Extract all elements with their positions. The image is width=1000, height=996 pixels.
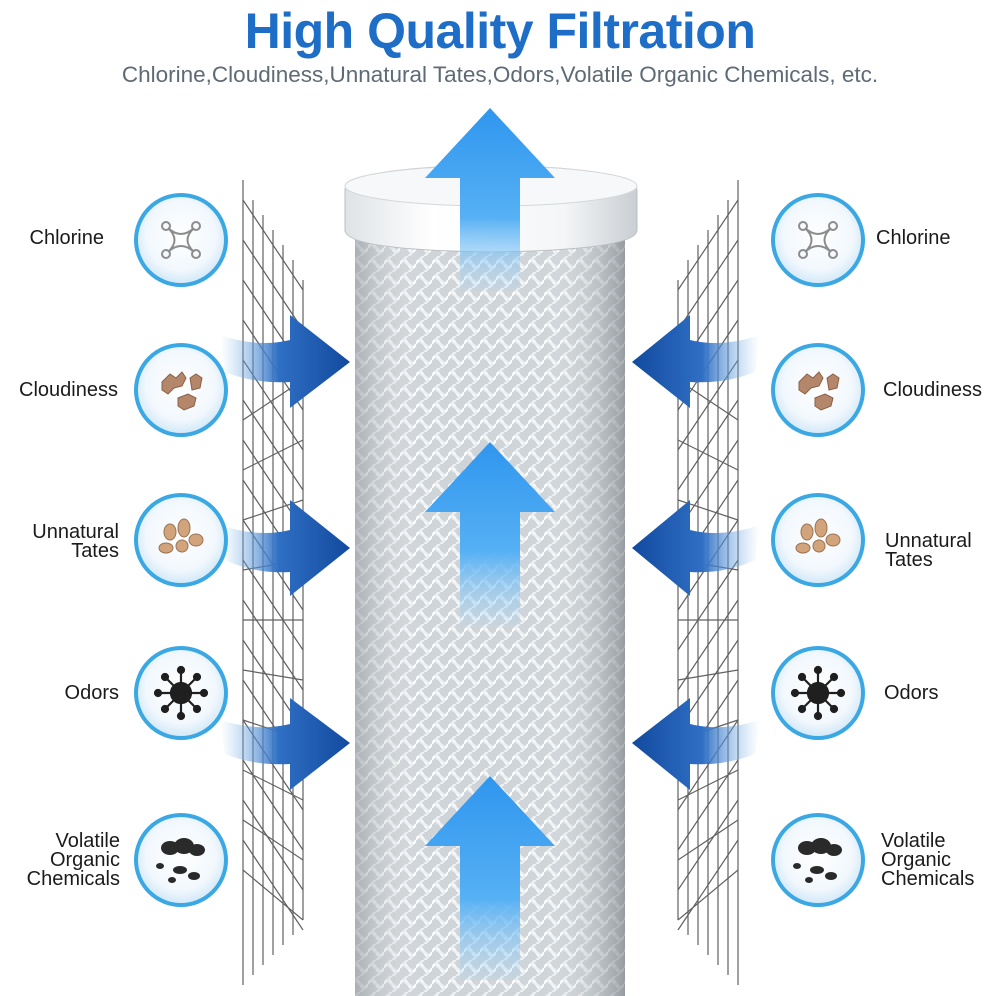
badge-left-volatile-organic-chemicals [134,813,228,907]
badge-right-cloudiness [771,343,865,437]
chlorine-molecule-icon [161,221,201,259]
inward-arrow-right-3 [632,698,760,790]
taste-particles-icon [158,518,204,554]
page-title: High Quality Filtration [244,3,756,59]
badge-right-odors [771,646,865,740]
chlorine-molecule-icon [798,221,838,259]
inward-arrow-left-3 [220,698,350,790]
left-label-odors: Odors [64,682,119,704]
badge-left-chlorine [134,193,228,287]
chemicals-smoke-icon [793,838,842,883]
upward-flow-arrow-top [425,108,555,290]
badge-right-volatile-organic-chemicals [771,813,865,907]
inward-arrow-left-1 [220,315,350,408]
badge-right-chlorine [771,193,865,287]
inward-arrow-left-2 [220,500,350,596]
right-label-volatile-organic-chemicals: Volatile Organic Chemicals [881,830,975,890]
upward-flow-arrow-middle [425,442,555,625]
cloudiness-particles-icon [161,371,203,411]
left-label-volatile-organic-chemicals: Volatile Organic Chemicals [26,830,120,890]
right-label-unnatural-tates: Unnatural Tates [885,530,972,571]
chemicals-smoke-icon [156,838,205,883]
right-label-odors: Odors [884,682,939,704]
left-label-chlorine: Chlorine [29,227,104,249]
left-label-unnatural-tates: Unnatural Tates [32,521,119,562]
right-label-cloudiness: Cloudiness [883,379,982,401]
badge-left-cloudiness [134,343,228,437]
right-label-chlorine: Chlorine [876,227,951,249]
upward-flow-arrow-bottom [425,776,555,980]
taste-particles-icon [795,518,841,554]
cloudiness-particles-icon [798,371,840,411]
inward-arrow-right-2 [632,500,760,596]
badge-left-unnatural-tates [134,493,228,587]
left-label-cloudiness: Cloudiness [19,379,118,401]
inward-arrow-right-1 [632,315,760,408]
badge-right-unnatural-tates [771,493,865,587]
page-subtitle: Chlorine,Cloudiness,Unnatural Tates,Odor… [121,62,879,87]
badge-left-odors [134,646,228,740]
odor-germ-icon [790,665,846,721]
odor-germ-icon [153,665,209,721]
